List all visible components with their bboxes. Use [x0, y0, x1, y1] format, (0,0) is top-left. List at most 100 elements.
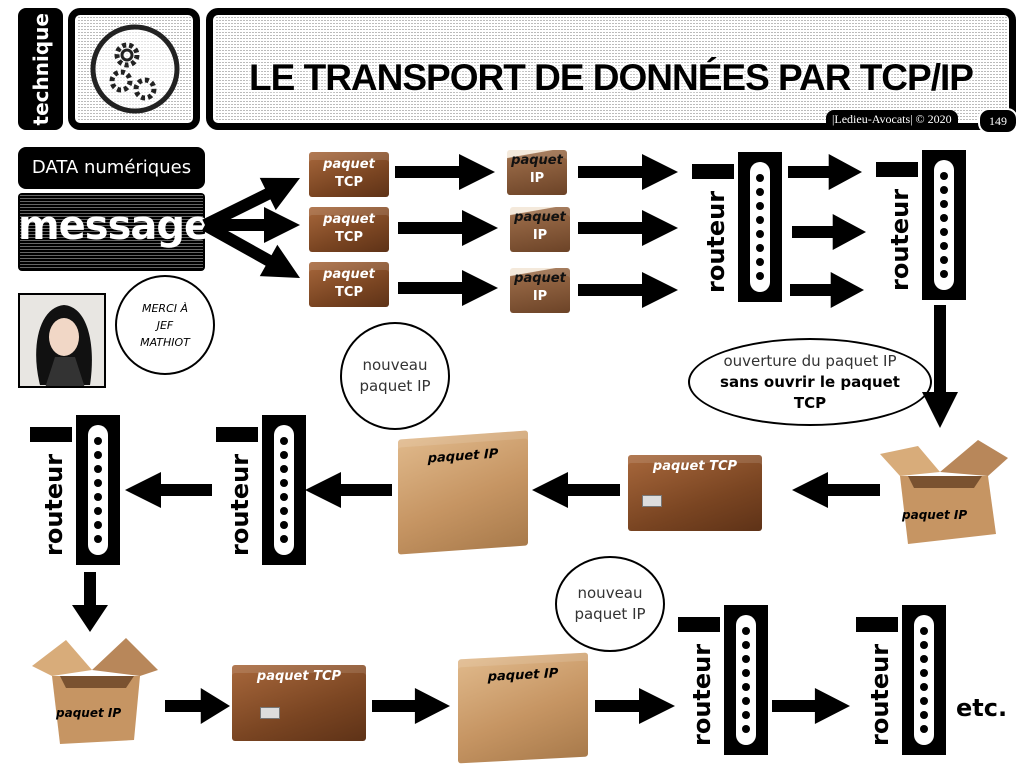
router-port-dot [280, 493, 288, 501]
router-port-dot [280, 479, 288, 487]
gear-panel [68, 8, 200, 130]
speech-bubble-new-ip: nouveau paquet IP [555, 556, 665, 652]
box-label: TCP [335, 175, 363, 190]
box-label: paquet [514, 210, 566, 225]
router-port-dot [940, 186, 948, 194]
box-label: paquet IP [902, 508, 968, 522]
arrow [788, 154, 862, 190]
router-slot [750, 162, 770, 292]
arrow [72, 572, 108, 632]
router-port-dot [280, 535, 288, 543]
router-port-dot [940, 242, 948, 250]
tcp-packet-box: paquet TCP [628, 455, 762, 531]
arrow [372, 688, 450, 724]
title-panel: LE TRANSPORT DE DONNÉES PAR TCP/IP [206, 8, 1016, 130]
arrow [165, 688, 230, 724]
bubble-text: ouverture du paquet IP sans ouvrir le pa… [714, 351, 906, 414]
router-port-dot [94, 507, 102, 515]
router-port-dot [94, 493, 102, 501]
router-port-dot [920, 641, 928, 649]
router-port-dot [920, 711, 928, 719]
arrow [792, 472, 880, 508]
speech-bubble-open-ip: ouverture du paquet IP sans ouvrir le pa… [688, 338, 932, 426]
router-slot [88, 425, 108, 555]
box-label: paquet [511, 153, 563, 168]
router-port-dot [756, 272, 764, 280]
arrow [532, 472, 620, 508]
etc-label: etc. [956, 694, 1008, 722]
box-label: IP [529, 171, 545, 186]
router-port-dot [940, 228, 948, 236]
router-port-dot [920, 627, 928, 635]
router-port-dot [94, 465, 102, 473]
router-port-dot [920, 655, 928, 663]
arrow [202, 177, 300, 231]
router-port-dot [94, 451, 102, 459]
router-flag [856, 617, 898, 632]
binary-background [20, 195, 203, 269]
arrow [772, 688, 850, 724]
tcp-packet-box: paquet TCP [232, 665, 366, 741]
router-slot [914, 615, 934, 745]
router-port-dot [280, 437, 288, 445]
box-tag [260, 707, 280, 719]
router-port-dot [940, 172, 948, 180]
arrow [398, 270, 498, 306]
data-label: DATA numériques [18, 147, 205, 189]
arrow [578, 210, 678, 246]
box-label: TCP [335, 285, 363, 300]
category-tab: technique [18, 8, 63, 130]
arrow [792, 214, 866, 250]
router-port-dot [94, 521, 102, 529]
bubble-line: MATHIOT [140, 335, 190, 349]
arrow [578, 272, 678, 308]
speech-bubble-thanks: MERCI À JEF MATHIOT [115, 275, 215, 375]
router-bar [738, 152, 782, 302]
box-tag [642, 495, 662, 507]
arrow [578, 154, 678, 190]
arrow [205, 207, 300, 243]
router-port-dot [742, 655, 750, 663]
arrow [595, 688, 675, 724]
router-port-dot [742, 725, 750, 733]
box-label: TCP [335, 230, 363, 245]
router-slot [274, 425, 294, 555]
router-bar [922, 150, 966, 300]
router-port-dot [756, 216, 764, 224]
portrait-drawing [36, 305, 92, 386]
router-port-dot [940, 214, 948, 222]
portrait [18, 293, 106, 388]
box-label: IP [532, 228, 548, 243]
arrow [305, 472, 392, 508]
router-port-dot [940, 200, 948, 208]
router-port-dot [94, 479, 102, 487]
box-label: paquet TCP [256, 669, 342, 684]
router-flag [216, 427, 258, 442]
message-label: message [18, 203, 205, 249]
router-port-dot [756, 188, 764, 196]
box-label: paquet [323, 212, 375, 227]
arrow [790, 272, 864, 308]
router-port-dot [756, 258, 764, 266]
router-port-dot [742, 711, 750, 719]
bubble-text-bold: sans ouvrir le paquet TCP [720, 372, 900, 412]
open-ip-box: paquet IP [30, 636, 162, 746]
bubble-text-normal: ouverture du paquet IP [723, 351, 897, 370]
gears-icon [90, 24, 180, 114]
router-port-dot [940, 270, 948, 278]
router-port-dot [756, 244, 764, 252]
router-port-dot [920, 697, 928, 705]
router-port-dot [920, 683, 928, 691]
router-flag [692, 164, 734, 179]
router-slot [736, 615, 756, 745]
router-port-dot [742, 697, 750, 705]
arrow [922, 305, 958, 428]
message-box: message [18, 193, 205, 271]
router-port-dot [742, 669, 750, 677]
router-port-dot [280, 465, 288, 473]
arrow [395, 154, 495, 190]
